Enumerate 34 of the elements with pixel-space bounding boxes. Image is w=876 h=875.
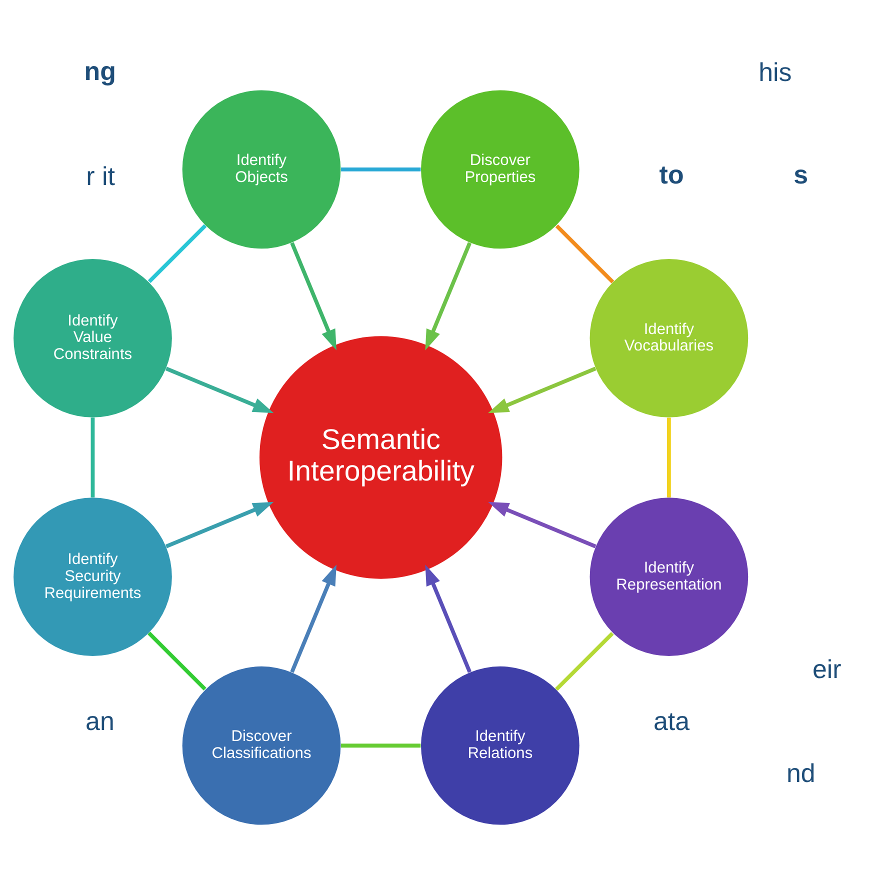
label: ata (653, 706, 690, 736)
label: eir (812, 654, 842, 684)
connector (148, 224, 207, 283)
arrow (165, 366, 274, 413)
node-circle: Identify Representation (590, 497, 748, 656)
label: ng (84, 55, 116, 86)
arrow (425, 564, 472, 672)
label: to (659, 159, 684, 190)
node-circle: Identify Vocabularies (590, 258, 748, 417)
node-circle: Identify Objects (182, 90, 341, 248)
arrow (290, 564, 336, 672)
node-circle: Discover Properties (421, 90, 580, 248)
connector (340, 743, 421, 748)
arrow (488, 366, 596, 413)
arrow (488, 501, 596, 548)
node-circle: Discover Classifications (182, 666, 341, 824)
arrow (290, 242, 336, 350)
connector (555, 224, 614, 283)
label: his (758, 56, 792, 87)
label: s (794, 159, 808, 190)
label: r it (86, 160, 116, 190)
node-circle: Identify Security Requirements (14, 497, 172, 656)
label: an (86, 706, 114, 736)
connector (341, 166, 421, 171)
arrow (165, 501, 274, 548)
node-circle: Identify Value Constraints (14, 258, 172, 417)
node-circle: Identify Relations (421, 666, 580, 824)
label: nd (786, 758, 816, 788)
connector (148, 631, 206, 690)
node-circle: Semantic Interoperability (259, 336, 502, 578)
connector (667, 417, 671, 497)
connector (90, 417, 95, 497)
arrow (425, 242, 472, 350)
connector (555, 632, 614, 690)
